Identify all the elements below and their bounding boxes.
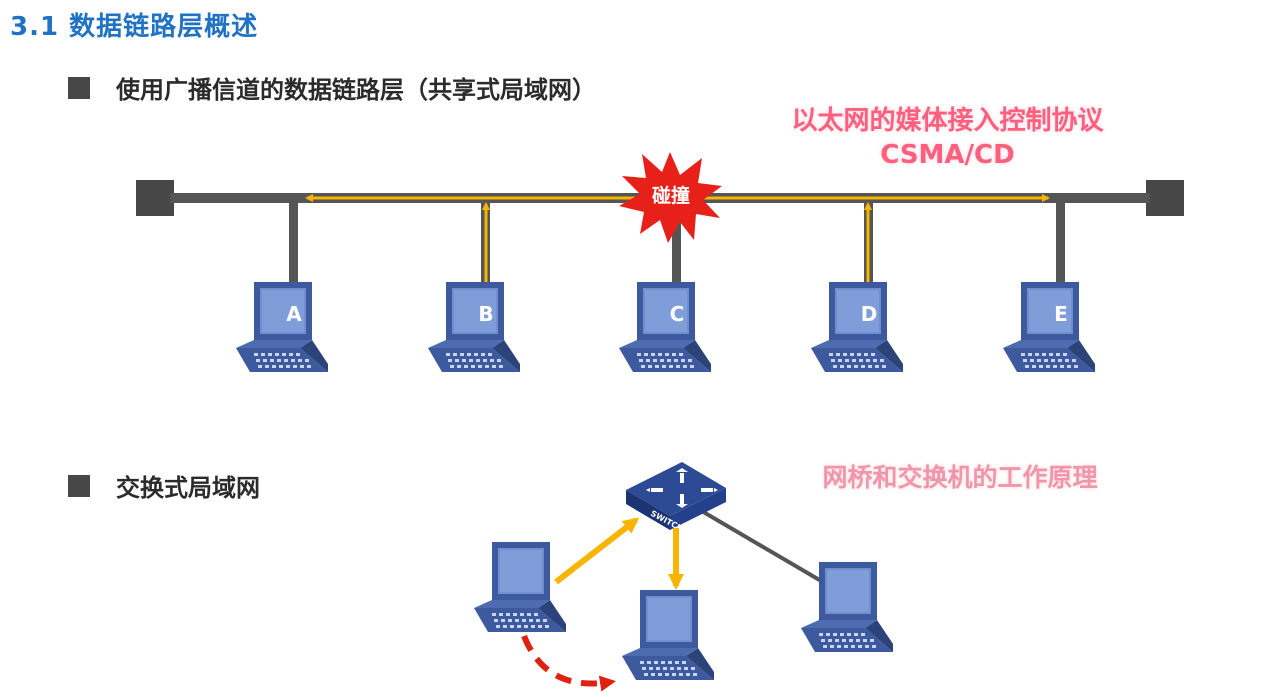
drop-cable-e <box>1056 198 1065 290</box>
laptop-icon <box>236 282 328 372</box>
bullet-square-icon <box>68 474 90 497</box>
ethernet-protocol-label: 以太网的媒体接入控制协议 CSMA/CD <box>755 104 1140 172</box>
section-heading-broadcast-text: 使用广播信道的数据链路层（共享式局域网） <box>116 76 596 104</box>
laptop-icon <box>622 590 714 680</box>
laptop-icon <box>811 282 903 372</box>
laptop-icon <box>619 282 711 372</box>
laptop-icon <box>428 282 520 372</box>
laptop-icon <box>474 542 566 632</box>
network-switch[interactable]: SWITCH <box>626 462 726 533</box>
frame-arrow-to-switch <box>554 517 640 585</box>
collision-burst: 碰撞 <box>619 152 722 243</box>
drop-cable-c <box>672 198 681 290</box>
section-heading-switched-text: 交换式局域网 <box>116 474 260 502</box>
ethernet-protocol-line2: CSMA/CD <box>880 140 1015 170</box>
collision-label: 碰撞 <box>652 184 690 207</box>
laptop-a[interactable]: A <box>236 282 328 372</box>
laptop-icon <box>1003 282 1095 372</box>
direct-path-dashed-arrow <box>521 634 616 692</box>
laptop-d[interactable]: D <box>811 282 903 372</box>
bridge-switch-label: 网桥和交换机的工作原理 <box>822 463 1098 492</box>
switch-cable-right <box>698 508 842 594</box>
network-switch-icon: SWITCH <box>626 462 726 533</box>
host-label-e: E <box>1054 302 1068 326</box>
section-heading-broadcast: 使用广播信道的数据链路层（共享式局域网） <box>68 70 596 105</box>
drop-cable-a <box>289 198 298 290</box>
explosion-burst-icon <box>619 152 722 243</box>
host-label-b: B <box>478 302 493 326</box>
bus-terminator-left <box>136 180 174 216</box>
host-label-c: C <box>670 302 685 326</box>
host-label-d: D <box>861 302 878 326</box>
host-label-a: A <box>286 302 302 326</box>
section-heading-switched: 交换式局域网 <box>68 468 260 503</box>
bullet-square-icon <box>68 76 90 99</box>
bus-terminator-right <box>1146 180 1184 216</box>
ethernet-protocol-line1: 以太网的媒体接入控制协议 <box>791 106 1104 136</box>
laptop-e[interactable]: E <box>1003 282 1095 372</box>
slide-title: 3.1 数据链路层概述 <box>10 12 259 42</box>
switched-laptop-middle[interactable] <box>622 590 714 680</box>
switched-laptop-left[interactable] <box>474 542 566 632</box>
laptop-c[interactable]: C <box>619 282 711 372</box>
laptop-b[interactable]: B <box>428 282 520 372</box>
